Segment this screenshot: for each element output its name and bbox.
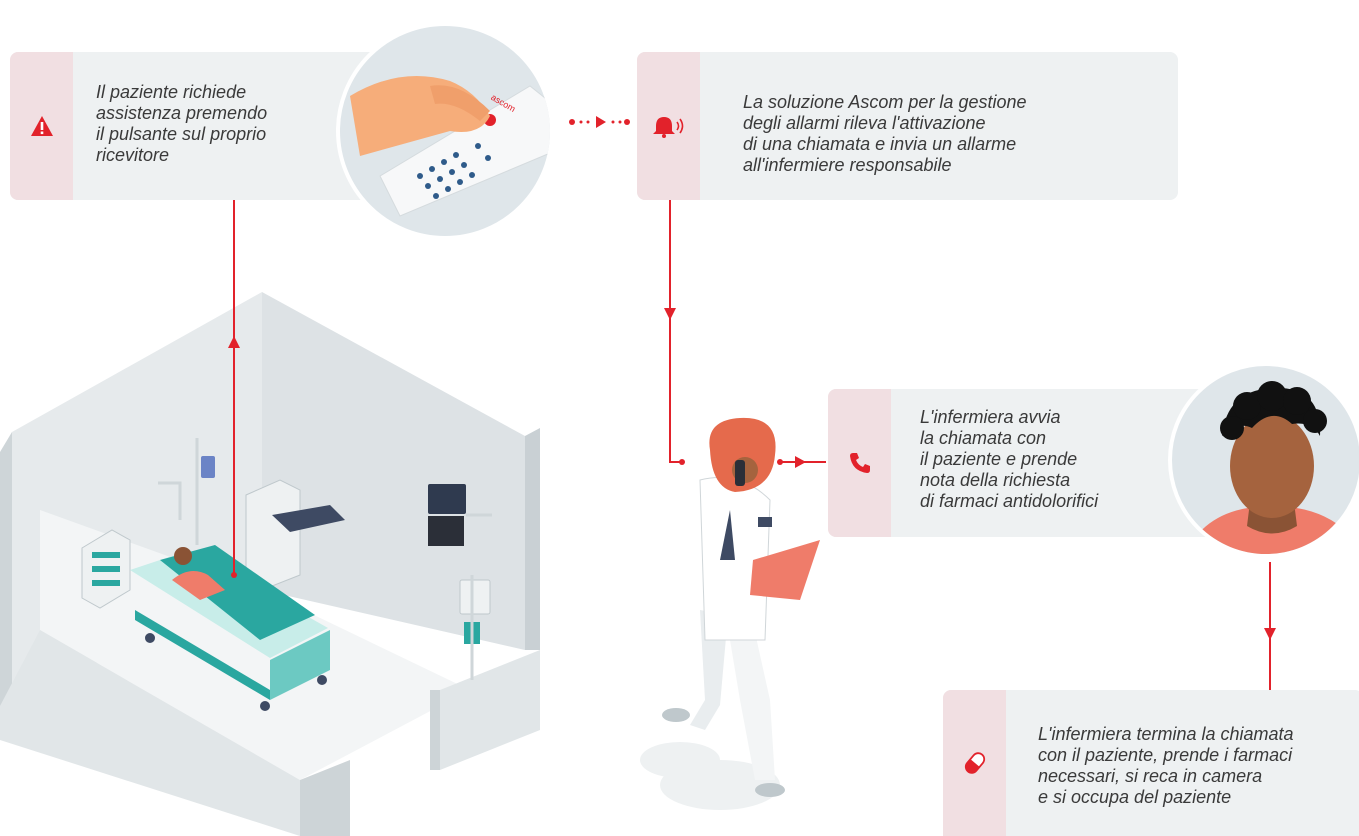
step-2-line: degli allarmi rileva l'attivazione (743, 113, 986, 133)
step-3-icon-strip (828, 389, 891, 537)
hospital-room-illustration (0, 292, 540, 836)
warning-icon (30, 116, 53, 136)
patient-portrait (1168, 362, 1359, 558)
step-4-text: L'infermiera termina la chiamata con il … (1038, 724, 1294, 808)
step-2-line: La soluzione Ascom per la gestione (743, 92, 1027, 112)
connectors (228, 116, 1276, 690)
step-2-line: all'infermiere responsabile (743, 155, 952, 175)
nurse-illustration (640, 417, 820, 810)
step-3-line: la chiamata con (920, 428, 1047, 448)
step-2-card: La soluzione Ascom per la gestione degli… (637, 52, 1178, 200)
step-1-line: il pulsante sul proprio (96, 124, 267, 144)
step-3-line: nota della richiesta (920, 470, 1071, 490)
step-3-text: L'infermiera avvia la chiamata con il pa… (920, 407, 1098, 512)
remote-control-graphic (350, 76, 550, 217)
arrow-up (228, 336, 240, 348)
bell-ringing-icon (652, 117, 683, 138)
step-1-line: assistenza premendo (96, 103, 268, 123)
step-1-line: ricevitore (96, 145, 170, 165)
step-1-card: Il paziente richiede assistenza premendo… (10, 52, 390, 200)
step-2-line: di una chiamata e invia un allarme (743, 134, 1017, 154)
pill-icon (964, 752, 985, 774)
step-3-card: L'infermiera avvia la chiamata con il pa… (828, 389, 1228, 537)
step-4-card: L'infermiera termina la chiamata con il … (943, 690, 1359, 836)
patient-portrait-graphic (1185, 381, 1359, 554)
step-1-text: Il paziente richiede assistenza premendo… (96, 82, 267, 166)
step-3-line: L'infermiera avvia (920, 407, 1061, 427)
step-4-line: necessari, si reca in camera (1038, 766, 1263, 786)
connector-nurse-to-step3 (777, 456, 826, 468)
step-1-line: Il paziente richiede (96, 82, 247, 102)
phone-icon (849, 453, 870, 473)
step-1-icon-strip (10, 52, 73, 200)
step-2-text: La soluzione Ascom per la gestione degli… (743, 92, 1027, 176)
step-3-line: il paziente e prende (920, 449, 1078, 469)
step-4-icon-strip (943, 690, 1006, 836)
step-3-line: di farmaci antidolorifici (920, 491, 1099, 511)
step-4-line: con il paziente, prende i farmaci (1038, 745, 1293, 765)
step-2-icon-strip (637, 52, 700, 200)
step-4-line: L'infermiera termina la chiamata (1038, 724, 1294, 744)
remote-control-illustration: ascom (336, 22, 554, 240)
connector-step1-to-step2 (569, 116, 630, 128)
step-4-line: e si occupa del paziente (1038, 787, 1232, 807)
connector-step2-to-nurse (669, 200, 682, 463)
